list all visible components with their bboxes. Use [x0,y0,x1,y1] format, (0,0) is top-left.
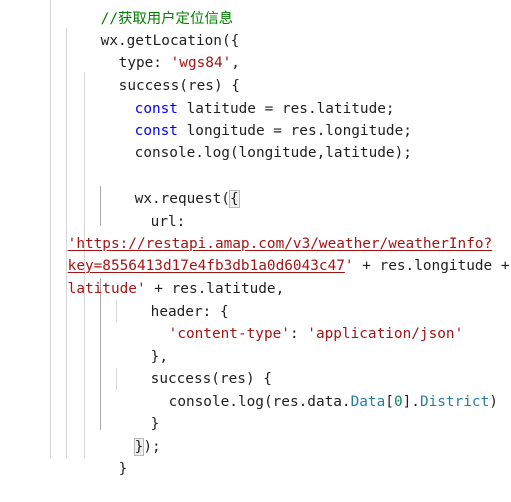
indent-guide [84,72,85,458]
code-token: , [231,55,240,71]
code-string-url[interactable]: key=8556413d17e4fb3db1a0d6043c47 [67,258,345,274]
code-line[interactable]: } [84,436,128,477]
code-string: 'application/json' [307,326,464,342]
code-line[interactable]: }); [100,414,161,456]
code-number: 0 [393,394,403,410]
code-keyword: const [134,101,178,117]
code-line[interactable]: 'content-type': 'application/json' [134,301,464,342]
code-line[interactable]: success(res) { [116,346,272,387]
code-token: ({ [221,33,240,49]
code-line[interactable]: wx.request({ [100,166,240,208]
code-token: latitude = res.latitude; [177,101,395,117]
matching-bracket: } [133,438,145,456]
code-token: ); [143,439,161,455]
code-line[interactable]: const latitude = res.latitude; [100,76,395,117]
code-line[interactable]: }, [116,324,168,365]
code-string: 'content-type' [168,326,290,342]
code-token: url: [150,214,186,230]
code-editor[interactable]: //获取用户定位信息 wx.getLocation({ type: 'wgs84… [0,0,511,477]
code-string: 'wgs84' [170,55,232,71]
code-line[interactable]: key=8556413d17e4fb3db1a0d6043c47' + res.… [33,233,511,274]
code-token: } [118,461,128,477]
code-token: success(res) { [118,78,240,94]
code-line[interactable]: type: 'wgs84', [84,30,240,71]
code-token: ]. [402,394,420,410]
code-token: longitude = res.longitude; [177,123,412,139]
code-line[interactable]: url: [116,189,186,230]
code-line[interactable]: latitude' + res.latitude, [33,256,285,297]
indent-guide [50,0,51,458]
code-token: } [150,416,160,432]
code-token: : [289,326,308,342]
code-property: District [419,394,490,410]
code-token: ( [221,191,230,207]
code-token: console.log(longitude,latitude); [134,145,412,161]
code-line[interactable]: success(res) { [84,53,240,94]
code-token: wx.request [134,191,222,207]
code-line[interactable]: console.log(res.data.Data[0].District) [134,369,498,410]
code-token: header: { [150,304,229,320]
code-line[interactable]: 'https://restapi.amap.com/v3/weather/wea… [33,211,493,252]
code-token: success(res) { [150,371,272,387]
code-string: latitude' [67,281,146,297]
code-line[interactable]: const longitude = res.longitude; [100,98,412,139]
indent-guide [100,186,101,226]
code-comment: //获取用户定位信息 [100,11,234,27]
code-property: Data [350,394,386,410]
code-token: type: [118,55,171,71]
indent-guide [66,28,67,458]
code-token: ) [489,394,498,410]
code-line[interactable]: //获取用户定位信息 [66,0,233,27]
code-token: + res.latitude, [145,281,285,297]
indent-guide [100,278,101,430]
code-line[interactable]: wx.getLocation({ [66,8,240,49]
code-token: + res.longitude + [353,258,511,274]
code-string-url[interactable]: 'https://restapi.amap.com/v3/weather/wea… [67,236,493,252]
code-line[interactable]: console.log(longitude,latitude); [100,120,412,161]
code-line[interactable]: } [116,391,160,432]
code-token: wx.getLocation [100,33,222,49]
code-keyword: const [134,123,178,139]
indent-guide [116,368,117,390]
matching-bracket: { [229,190,240,208]
code-string: ' [344,258,354,274]
indent-guide [116,300,117,322]
code-line[interactable]: header: { [116,279,229,320]
code-token: [ [385,394,394,410]
code-token: console.log(res.data. [168,394,351,410]
code-token: }, [150,349,168,365]
